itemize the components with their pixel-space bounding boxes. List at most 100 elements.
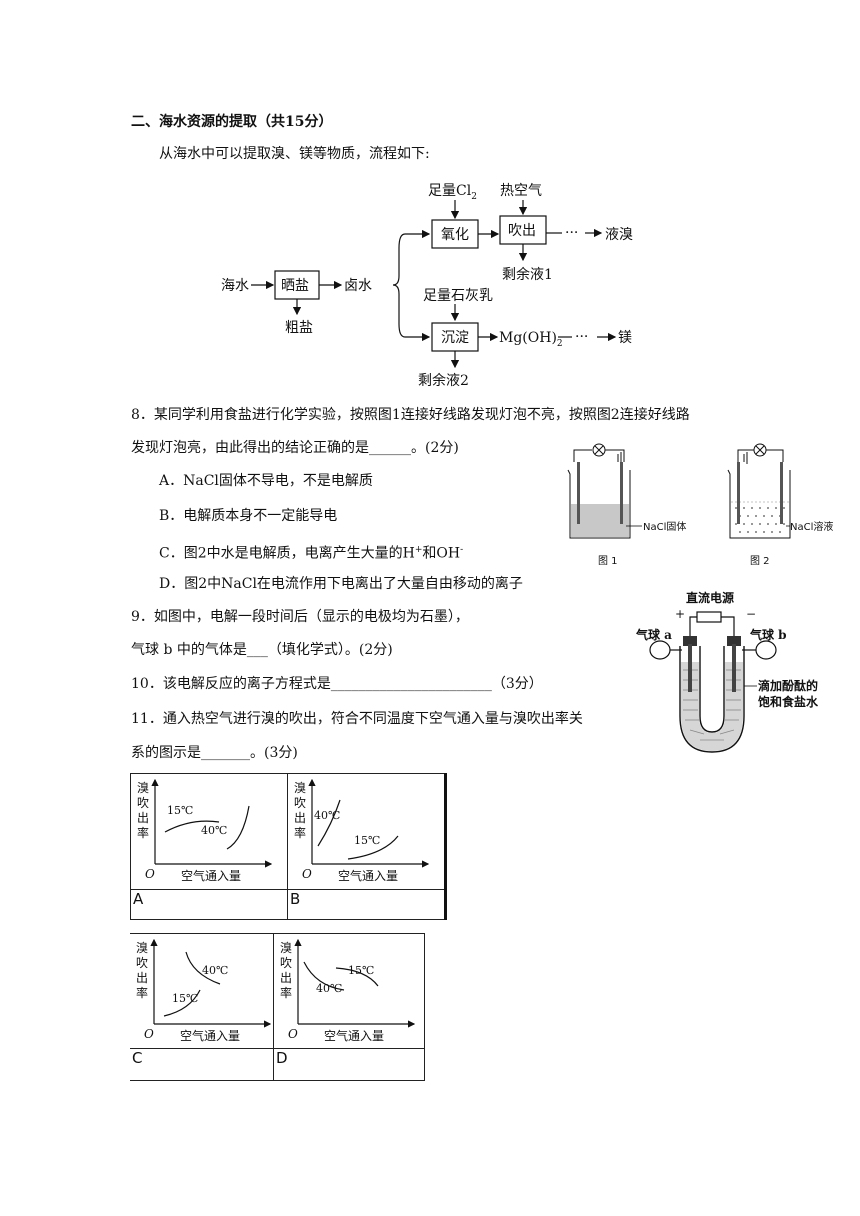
conductivity-figures: NaCl固体 图 1 NaCl溶液 图 2 [567,443,833,567]
flow-residue1: 剩余液1 [502,266,553,283]
origin-label: O [145,867,155,881]
x-axis-label: 空气通入量 [181,868,241,883]
y-axis-label-char: 出 [136,971,148,985]
y-axis-label-char: 溴 [294,781,306,795]
curve-lower-label: 40℃ [201,824,227,837]
q8-option-a[interactable]: A．NaCl固体不导电，不是电解质 [159,473,373,489]
q8-line2: 发现灯泡亮，由此得出的结论正确的是______。(2分) [131,440,459,456]
x-axis-label: 空气通入量 [180,1028,240,1043]
curve-upper-label: 40℃ [314,809,340,822]
figure-2: NaCl溶液 图 2 [727,443,833,567]
balloon-a-label: 气球 a [635,627,672,642]
graph-d: 溴吹出率 O 空气通入量 15℃ 40℃ [280,938,416,1043]
solution-label-2: 饱和食盐水 [758,694,819,709]
q8-option-c[interactable]: C．图2中水是电解质，电离产生大量的H+和OH- [159,545,464,562]
power-source-label: 直流电源 [686,590,734,605]
q8-option-b[interactable]: B．电解质本身不一定能导电 [159,508,338,524]
origin-label: O [144,1027,154,1041]
curve-upper-label: 15℃ [348,964,374,977]
flow-seawater: 海水 [221,278,249,294]
option-c-label[interactable]: C [132,1049,143,1067]
origin-label: O [288,1027,298,1041]
flow-dots-2: ··· [575,329,588,345]
fig2-label: NaCl溶液 [790,520,833,533]
curve-lower [163,989,201,1017]
q9-line2: 气球 b 中的气体是___（填化学式）。(2分) [131,642,393,658]
y-axis-label-char: 率 [294,825,306,840]
y-axis-label-char: 吹 [280,956,292,970]
y-axis-label-char: 溴 [280,941,292,955]
y-axis-label-char: 出 [137,811,149,825]
y-axis-label-char: 率 [137,825,149,840]
solution-label-1: 滴加酚酞的 [758,678,818,693]
curve-upper [335,967,379,987]
option-d-cell[interactable]: D [273,1048,425,1081]
curve-lower-label: 15℃ [354,834,380,847]
y-axis-label-char: 吹 [294,796,306,810]
graph-cell-d: 溴吹出率 O 空气通入量 15℃ 40℃ [273,933,425,1049]
flow-cl2: 足量Cl2 [428,183,477,202]
flow-lime: 足量石灰乳 [423,288,493,304]
plus-sign: + [675,607,685,621]
curve-upper-label: 40℃ [202,964,228,977]
section-intro: 从海水中可以提取溴、镁等物质，流程如下: [159,146,430,162]
y-axis-label-char: 出 [280,971,292,985]
y-axis-label-char: 出 [294,811,306,825]
curve-upper-label: 15℃ [167,804,193,817]
balloon-b-label: 气球 b [749,627,787,642]
flow-precipitate: 沉淀 [441,330,469,346]
curve-lower [347,835,399,860]
flow-crude-salt: 粗盐 [285,320,313,336]
x-axis-label: 空气通入量 [338,868,398,883]
option-a-label[interactable]: A [133,890,144,908]
flow-hot-air: 热空气 [500,183,542,199]
y-axis-label-char: 溴 [136,941,148,955]
curve-lower-label: 40℃ [316,982,342,995]
q11-line1: 11．通入热空气进行溴的吹出，符合不同温度下空气通入量与溴吹出率关 [131,711,583,727]
curve-lower [303,961,345,991]
fig2-caption: 图 2 [750,555,770,567]
y-axis-label-char: 率 [136,985,148,1000]
option-c-cell[interactable]: C [130,1048,274,1081]
flow-liquid-bromine: 液溴 [605,227,633,243]
option-d-label[interactable]: D [276,1049,288,1067]
curve-upper [317,799,341,847]
flow-residue2: 剩余液2 [418,372,469,389]
graph-cell-b: 溴吹出率 O 空气通入量 40℃ 15℃ [287,773,447,890]
q11-line2: 系的图示是_______。(3分) [131,745,298,761]
fig1-label: NaCl固体 [643,521,686,533]
flow-mgoh2: Mg(OH)2 [499,330,563,349]
flow-evaporate: 晒盐 [281,278,309,294]
flow-magnesium: 镁 [618,330,632,346]
curve-upper [185,951,221,985]
graph-b: 溴吹出率 O 空气通入量 40℃ 15℃ [294,778,430,883]
curve-lower-label: 15℃ [172,992,198,1005]
option-b-label[interactable]: B [290,890,301,908]
curve-lower [226,805,250,850]
y-axis-label-char: 率 [280,985,292,1000]
y-axis-label-char: 溴 [137,781,149,795]
flow-blow: 吹出 [508,223,536,239]
curve-upper [164,820,220,833]
fig1-caption: 图 1 [598,555,618,567]
x-axis-label: 空气通入量 [324,1028,384,1043]
origin-label: O [302,867,312,881]
figure-1: NaCl固体 图 1 [567,443,686,567]
option-b-cell[interactable]: B [287,889,447,920]
q8-line1: 8．某同学利用食盐进行化学实验，按照图1连接好线路发现灯泡不亮，按照图2连接好线… [131,407,690,423]
option-a-cell[interactable]: A [130,889,288,920]
section-title: 二、海水资源的提取（共15分） [131,114,333,130]
flow-dots-1: ··· [565,225,578,241]
extraction-flowchart: 海水 晒盐 粗盐 卤水 足量Cl2 热空气 氧化 吹出 ··· 液溴 剩余液1 … [221,183,633,389]
electrolysis-apparatus: 直流电源 + − 气球 a 气球 b 滴加酚酞的 饱和食盐水 [635,590,819,753]
flow-brine: 卤水 [344,278,372,294]
q8-option-d[interactable]: D．图2中NaCl在电流作用下电离出了大量自由移动的离子 [159,576,523,592]
minus-sign: − [746,607,756,621]
q9-line1: 9．如图中，电解一段时间后（显示的电极均为石墨）， [131,609,469,625]
